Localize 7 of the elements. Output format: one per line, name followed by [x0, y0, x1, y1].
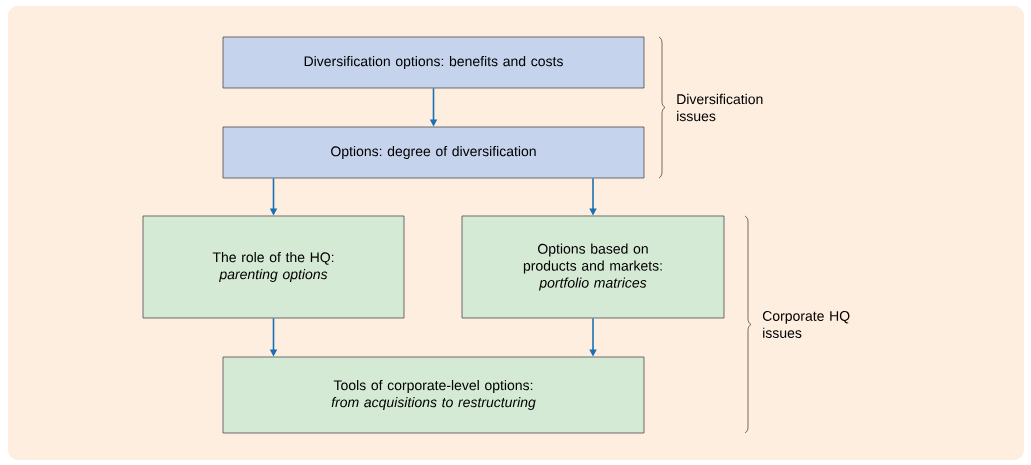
process-box: Options: degree of diversification	[222, 126, 645, 179]
process-box: Options based on products and markets: portfolio matrices	[461, 215, 725, 319]
brace-label: Corporate HQ issues	[762, 311, 850, 338]
process-box: Diversification options: benefits and costs	[222, 36, 645, 89]
process-box: Tools of corporate-level options: from acquisitions to restructuring	[222, 356, 645, 434]
process-box: The role of the HQ: parenting options	[142, 215, 405, 319]
brace-label: Diversification issues	[677, 93, 763, 122]
